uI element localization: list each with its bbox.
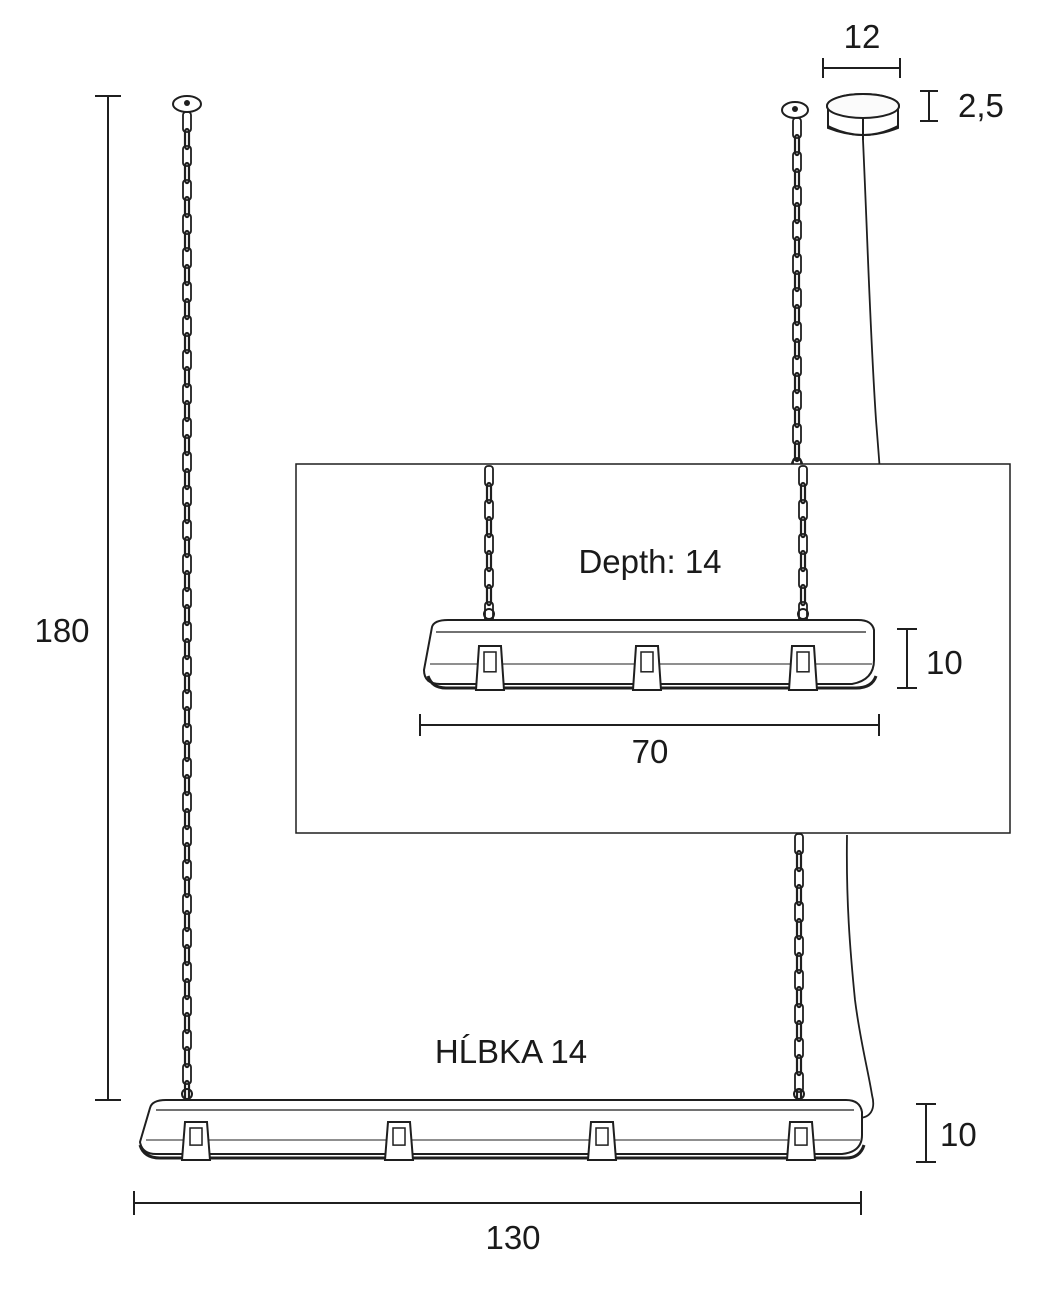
canopy-height-dimension: 2,5: [920, 87, 1004, 124]
small-height-label: 10: [926, 644, 963, 681]
canopy-height-label: 2,5: [958, 87, 1004, 124]
chain-link-icon: [181, 111, 193, 1103]
power-cord-lower: [845, 834, 875, 1119]
large-depth-label: HĹBKA 14: [435, 1033, 587, 1070]
chain-link-icon: [791, 117, 803, 479]
ceiling-canopy-icon: [826, 93, 900, 140]
small-height-dimension: 10: [897, 628, 963, 689]
ceiling-hook-left: [172, 95, 202, 113]
ceiling-hook-right: [781, 101, 809, 119]
chain-link-icon: [793, 833, 805, 1111]
total-height-label: 180: [34, 612, 89, 649]
large-width-label: 130: [485, 1219, 540, 1256]
total-height-dimension: 180: [34, 95, 121, 1101]
lamp-clip-icon: [474, 645, 819, 691]
small-width-label: 70: [632, 733, 669, 770]
small-width-dimension: 70: [419, 714, 880, 770]
chain-link-icon: [483, 465, 495, 623]
canopy-width-dimension: 12: [822, 18, 901, 78]
large-height-dimension: 10: [916, 1103, 977, 1163]
lamp-clip-icon: [180, 1121, 817, 1161]
large-lamp: [138, 1099, 866, 1160]
small-depth-label: Depth: 14: [578, 543, 721, 580]
canopy-width-label: 12: [844, 18, 881, 55]
large-height-label: 10: [940, 1116, 977, 1153]
large-width-dimension: 130: [133, 1191, 862, 1256]
